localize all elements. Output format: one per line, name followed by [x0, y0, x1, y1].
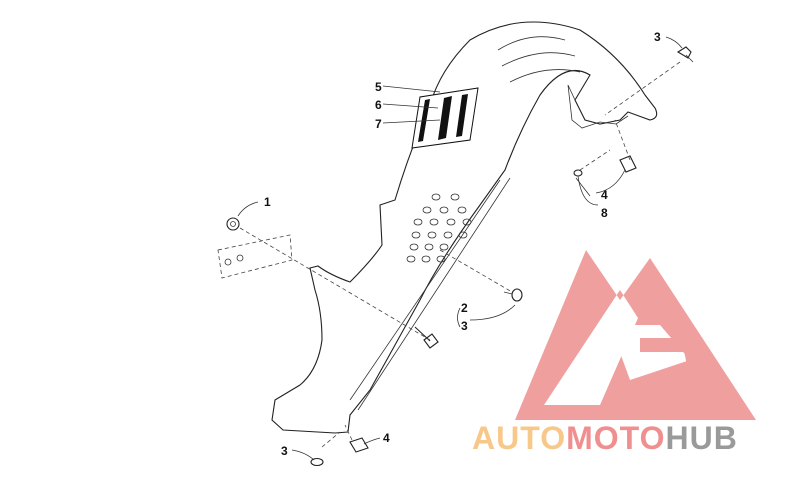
callout-3-bottom: 3	[281, 444, 288, 458]
fender-assembly	[271, 21, 658, 434]
callout-4-bottom: 4	[383, 431, 390, 445]
callout-1: 1	[264, 195, 271, 209]
rivet-bottom	[310, 457, 324, 467]
callout-3-mid: 3	[461, 319, 468, 333]
logo-inner-stroke	[610, 338, 709, 402]
leader-5	[382, 85, 441, 93]
bolt-2	[414, 326, 439, 349]
fender-top-slot-3	[509, 69, 581, 83]
vent-holes	[406, 193, 472, 263]
watermark-auto: AUTO	[472, 420, 566, 456]
watermark-logo	[515, 250, 756, 420]
leader-6	[382, 103, 439, 109]
bracket-holes	[224, 254, 244, 266]
clip-nut-right	[619, 155, 637, 173]
bracket-outline	[217, 234, 293, 279]
watermark-text: AUTOMOTOHUB	[472, 420, 738, 456]
callout-7: 7	[375, 117, 382, 131]
callout-numbers: 1 2 3 3 4 8 5 6 7 3 4	[264, 30, 661, 458]
fender-body	[271, 21, 658, 434]
svg-text:AUTOMOTOHUB: AUTOMOTOHUB	[472, 420, 738, 456]
leader-lines	[237, 36, 683, 461]
fender-rear-flap	[567, 84, 629, 129]
leader-3-top	[665, 36, 683, 49]
fender-top-slot-2	[501, 52, 576, 67]
leader-4-bottom	[363, 437, 381, 445]
leader-2-3	[457, 304, 516, 328]
clip-nut-bottom	[349, 437, 369, 453]
callout-2: 2	[461, 301, 468, 315]
watermark-hub: HUB	[665, 420, 737, 456]
leader-4-8	[577, 175, 599, 206]
callout-8: 8	[601, 206, 608, 220]
rivet-top	[676, 46, 694, 63]
fender-top-slot-1	[497, 36, 566, 51]
rivet-right	[573, 169, 583, 177]
assembly-lines	[239, 61, 681, 448]
callout-6: 6	[375, 98, 382, 112]
leader-7	[382, 119, 441, 124]
nut-1	[226, 217, 240, 231]
decal-labels	[411, 87, 479, 149]
decal-stripe-3	[456, 94, 468, 137]
leader-3-bottom	[291, 449, 315, 461]
callout-5: 5	[375, 80, 382, 94]
mount-bracket	[217, 234, 293, 279]
fender-inner-rail	[349, 177, 511, 411]
callout-4-right: 4	[601, 188, 608, 202]
watermark-moto: MOTO	[566, 420, 665, 456]
leader-1	[237, 201, 259, 217]
leader-4-right	[575, 169, 626, 197]
hardware-parts	[226, 46, 694, 467]
decal-stripe-2	[438, 96, 452, 140]
callout-3-top: 3	[654, 30, 661, 44]
rivet-mid	[503, 288, 523, 302]
